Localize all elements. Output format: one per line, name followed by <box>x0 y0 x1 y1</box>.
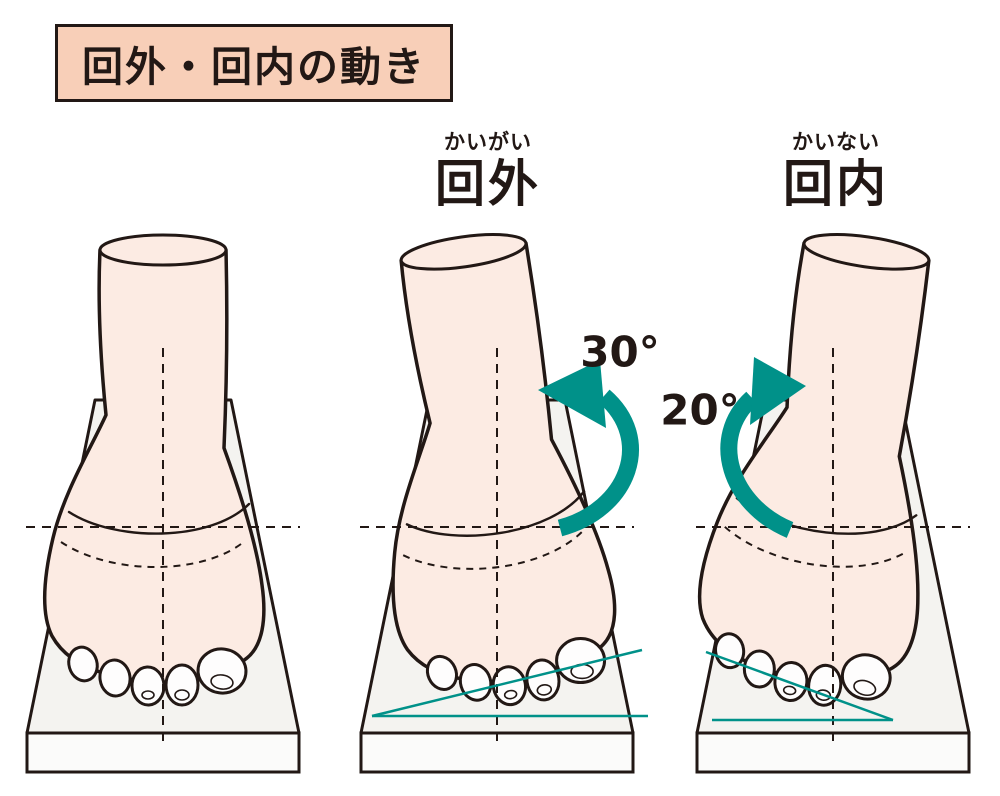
title-box: 回外・回内の動き <box>55 24 453 102</box>
supination-caption: かいがい 回外 <box>435 126 541 214</box>
figure-supination <box>342 221 648 774</box>
pronation-angle-value: 20° <box>660 385 740 435</box>
figure-pronation <box>683 218 971 774</box>
pronation-caption: かいない 回内 <box>783 126 889 214</box>
pronation-rotation-arrow-icon <box>720 357 806 538</box>
diagram-title: 回外・回内の動き <box>82 43 426 91</box>
foot-illustration <box>42 233 266 708</box>
supination-angle-lines <box>371 648 648 718</box>
supination-angle-value: 30° <box>580 327 660 377</box>
supination-label: 回外 <box>435 155 541 213</box>
supination-rotation-arrow-icon <box>538 360 639 537</box>
pronation-label: 回内 <box>783 155 889 213</box>
pronation-furigana: かいない <box>792 130 880 154</box>
supination-furigana: かいがい <box>444 130 532 154</box>
pronation-angle-lines <box>705 650 894 722</box>
figure-neutral <box>25 233 301 774</box>
